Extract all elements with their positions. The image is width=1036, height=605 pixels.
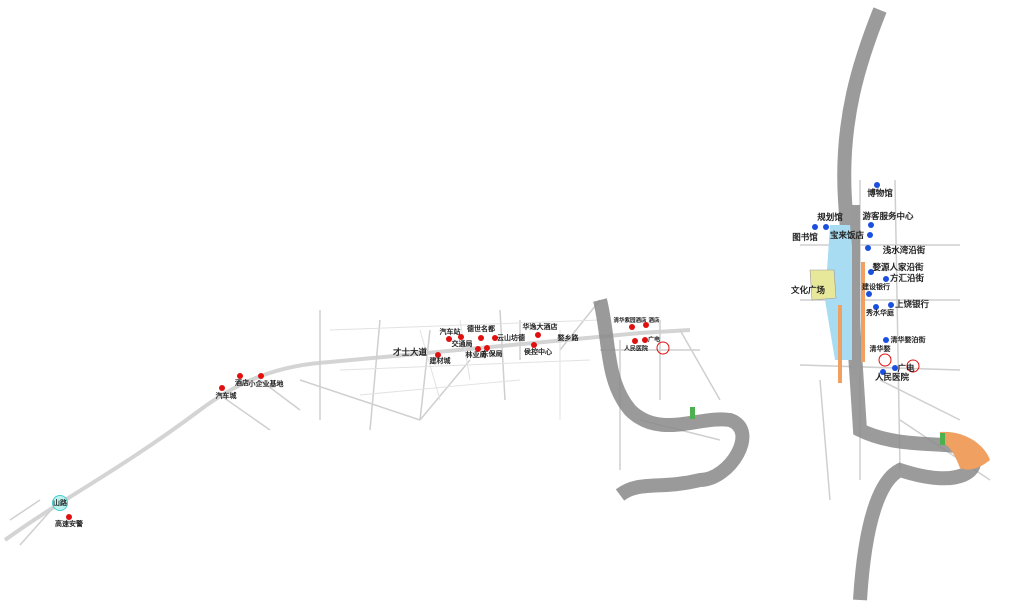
poi-guangdian[interactable] [642,337,648,343]
label-wenhua-plaza: 文化广场 [790,286,826,296]
poi-dongbao[interactable] [484,345,490,351]
label-guangdian: 广电 [647,336,661,344]
poi-jiaotong[interactable] [458,334,464,340]
poi-hotel2[interactable] [643,322,649,328]
label-guihua: 规划馆 [817,213,843,223]
poi-qichezhan[interactable] [446,336,452,342]
poi-qichecheng[interactable] [219,385,225,391]
east-river [837,7,982,601]
label-youke: 游客服务中心 [862,212,914,222]
west-green-bridge [690,407,695,419]
label-bowuguan: 博物馆 [867,189,893,199]
label-qichezhan: 汽车站 [439,328,461,336]
label-jiaotong: 交通局 [451,340,473,348]
poi-qinghua-street[interactable] [883,337,889,343]
east-central-road [852,205,860,375]
poi-jiancai[interactable] [435,352,441,358]
east-lake [825,225,860,360]
poi-yunshan[interactable] [492,335,498,341]
poi-jiudian[interactable] [237,373,243,379]
label-shanlu: 山路 [53,499,67,507]
roundabout-marker [878,353,892,367]
roundabout-marker [656,341,670,355]
label-renmin-east: 人民医院 [874,373,910,383]
poi-baofan[interactable] [867,232,873,238]
label-baofan: 宝来饭店 [829,231,865,241]
poi-deshi[interactable] [478,335,484,341]
label-shangrao: 上饶银行 [894,300,930,310]
label-hotel2: 酒店 [648,318,660,324]
poi-renmin[interactable] [632,338,638,344]
poi-tushu[interactable] [812,224,818,230]
poi-bowuguan[interactable] [874,182,880,188]
poi-xiaoqiye[interactable] [258,373,264,379]
poi-fanghui[interactable] [883,276,889,282]
west-river [593,298,750,501]
label-qinghua-street: 清华婺泊街 [890,336,926,344]
label-renmin: 人民医院 [623,345,649,353]
east-green-bridge [940,433,945,445]
culture-plaza-area [809,269,837,301]
riverside-greenway [940,431,990,470]
poi-jianshe[interactable] [866,291,872,297]
poi-huayi[interactable] [535,332,541,338]
poi-qinghua-hotel[interactable] [629,324,635,330]
label-xiaoqiye: 小企业基地 [248,380,284,388]
label-jiancai: 建材城 [429,357,451,365]
label-huayi: 华逸大酒店 [522,323,558,331]
label-qinghuawu: 清华婺 [869,345,891,353]
label-qinghua-hotel: 清华紫园酒店 [613,318,647,324]
label-qichecheng: 汽车城 [215,392,237,400]
greenway-east [861,262,865,362]
poi-houkong[interactable] [531,342,537,348]
label-gaosu: 高速安警 [55,520,83,528]
label-wuxiang-road: 婺乡路 [557,334,579,342]
label-linye: 林业局 [465,351,487,359]
label-caishi-road: 才士大道 [392,348,428,358]
label-deshi: 德世名都 [467,325,495,333]
label-guangdian-east: 广电 [897,364,915,374]
poi-qianshui[interactable] [865,245,871,251]
label-dongbao: 东保局 [481,350,503,358]
label-jiudian: 酒店 [235,379,249,387]
poi-shangrao[interactable] [888,302,894,308]
poi-linye[interactable] [475,346,481,352]
label-houkong: 侯控中心 [524,348,552,356]
roundabout-marker [906,359,920,373]
poi-xiushui[interactable] [873,304,879,310]
poi-youke[interactable] [868,222,874,228]
poi-renmin-east[interactable] [880,369,886,375]
label-fanghui: 方汇沿街 [889,274,925,284]
poi-wuyuan[interactable] [868,269,874,275]
label-yunshan: 云山坊德 [497,334,525,342]
label-wuyuan: 婺源人家沿街 [872,263,924,273]
greenway-west [838,305,842,383]
highway-exit-marker[interactable] [52,495,68,511]
poi-guangdian-east[interactable] [892,365,898,371]
label-tushu: 图书馆 [792,233,818,243]
label-qianshui: 浅水湾沿街 [882,246,926,256]
poi-gaosu[interactable] [66,514,72,520]
poi-guihua[interactable] [823,224,829,230]
label-xiushui: 秀水华庭 [866,309,894,317]
label-jianshe: 建设银行 [862,283,890,291]
